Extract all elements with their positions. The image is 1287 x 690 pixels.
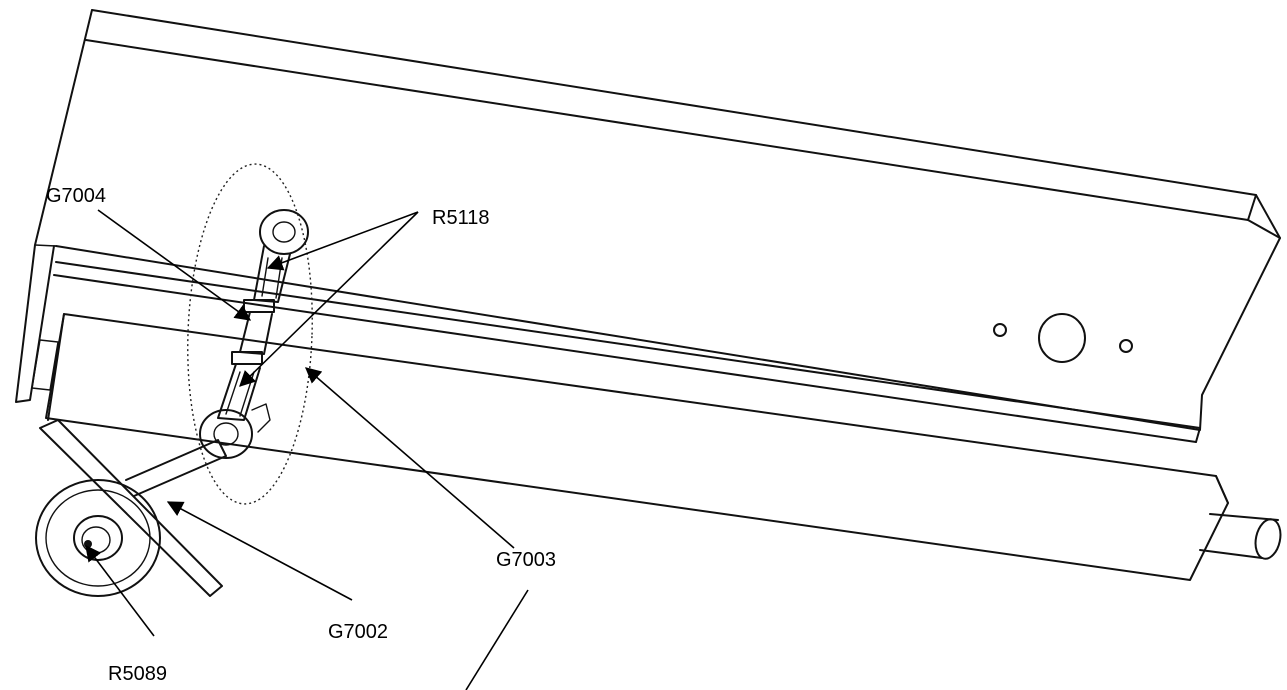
end-rod — [1199, 513, 1282, 560]
label-g7004: G7004 — [46, 185, 106, 207]
leader-r5118-upper — [266, 211, 419, 271]
leader-lines — [85, 209, 529, 690]
pulley-wheel — [35, 479, 161, 597]
lower-beam — [31, 313, 1229, 581]
leader-g7003-lower — [465, 589, 529, 690]
turnbuckle-linkage — [199, 209, 309, 459]
leader-g7004 — [97, 209, 252, 321]
label-r5089: R5089 — [108, 663, 167, 685]
detail-callout-ellipse — [187, 163, 313, 505]
leader-r5118-lower — [239, 211, 419, 387]
bracket-arm — [39, 419, 227, 597]
label-g7002: G7002 — [328, 621, 388, 643]
label-g7003: G7003 — [496, 549, 556, 571]
leader-g7003-upper — [304, 367, 515, 549]
leader-g7002 — [166, 501, 353, 601]
leader-r5089 — [85, 544, 155, 637]
mounting-holes — [993, 313, 1133, 363]
label-r5118: R5118 — [432, 207, 489, 229]
